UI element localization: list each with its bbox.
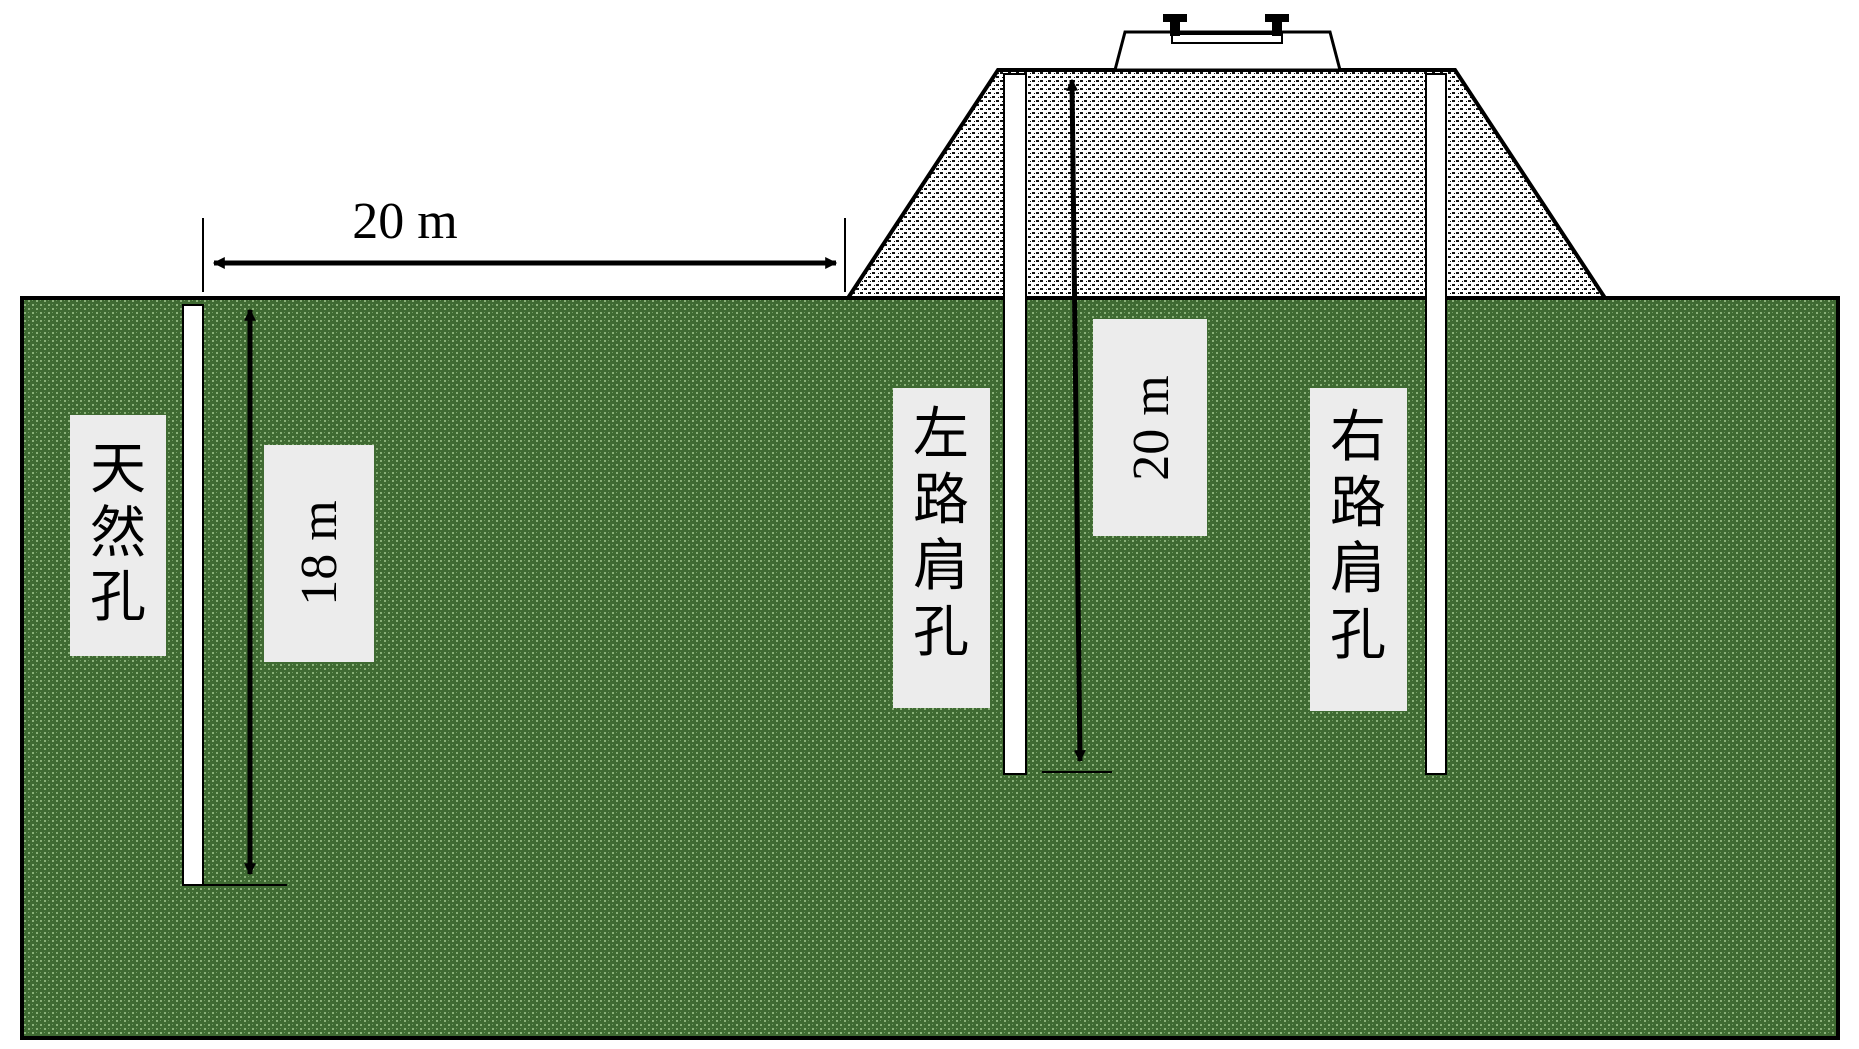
natural-hole-label: 天然孔 (90, 437, 146, 630)
right-shoulder-borehole (1425, 73, 1447, 775)
distance-dimension (202, 218, 846, 292)
distance-label: 20 m (352, 193, 457, 250)
natural-hole-label-box (70, 415, 166, 656)
shoulder-depth-label: 20 m (1123, 375, 1180, 480)
embankment (844, 68, 1609, 300)
natural-depth-label: 18 m (291, 500, 348, 605)
left-shoulder-label: 左路肩孔 (913, 402, 969, 665)
right-shoulder-label-box (1310, 388, 1407, 711)
shoulder-depth-dimension (1042, 78, 1112, 773)
rail-track (1113, 14, 1342, 72)
left-shoulder-label-box (893, 388, 990, 708)
shoulder-depth-label-box (1093, 319, 1207, 536)
natural-depth-label-box (264, 445, 374, 662)
natural-borehole (182, 304, 204, 886)
right-shoulder-label: 右路肩孔 (1330, 405, 1386, 668)
natural-depth-dimension (203, 308, 287, 886)
left-shoulder-borehole (1003, 73, 1027, 775)
